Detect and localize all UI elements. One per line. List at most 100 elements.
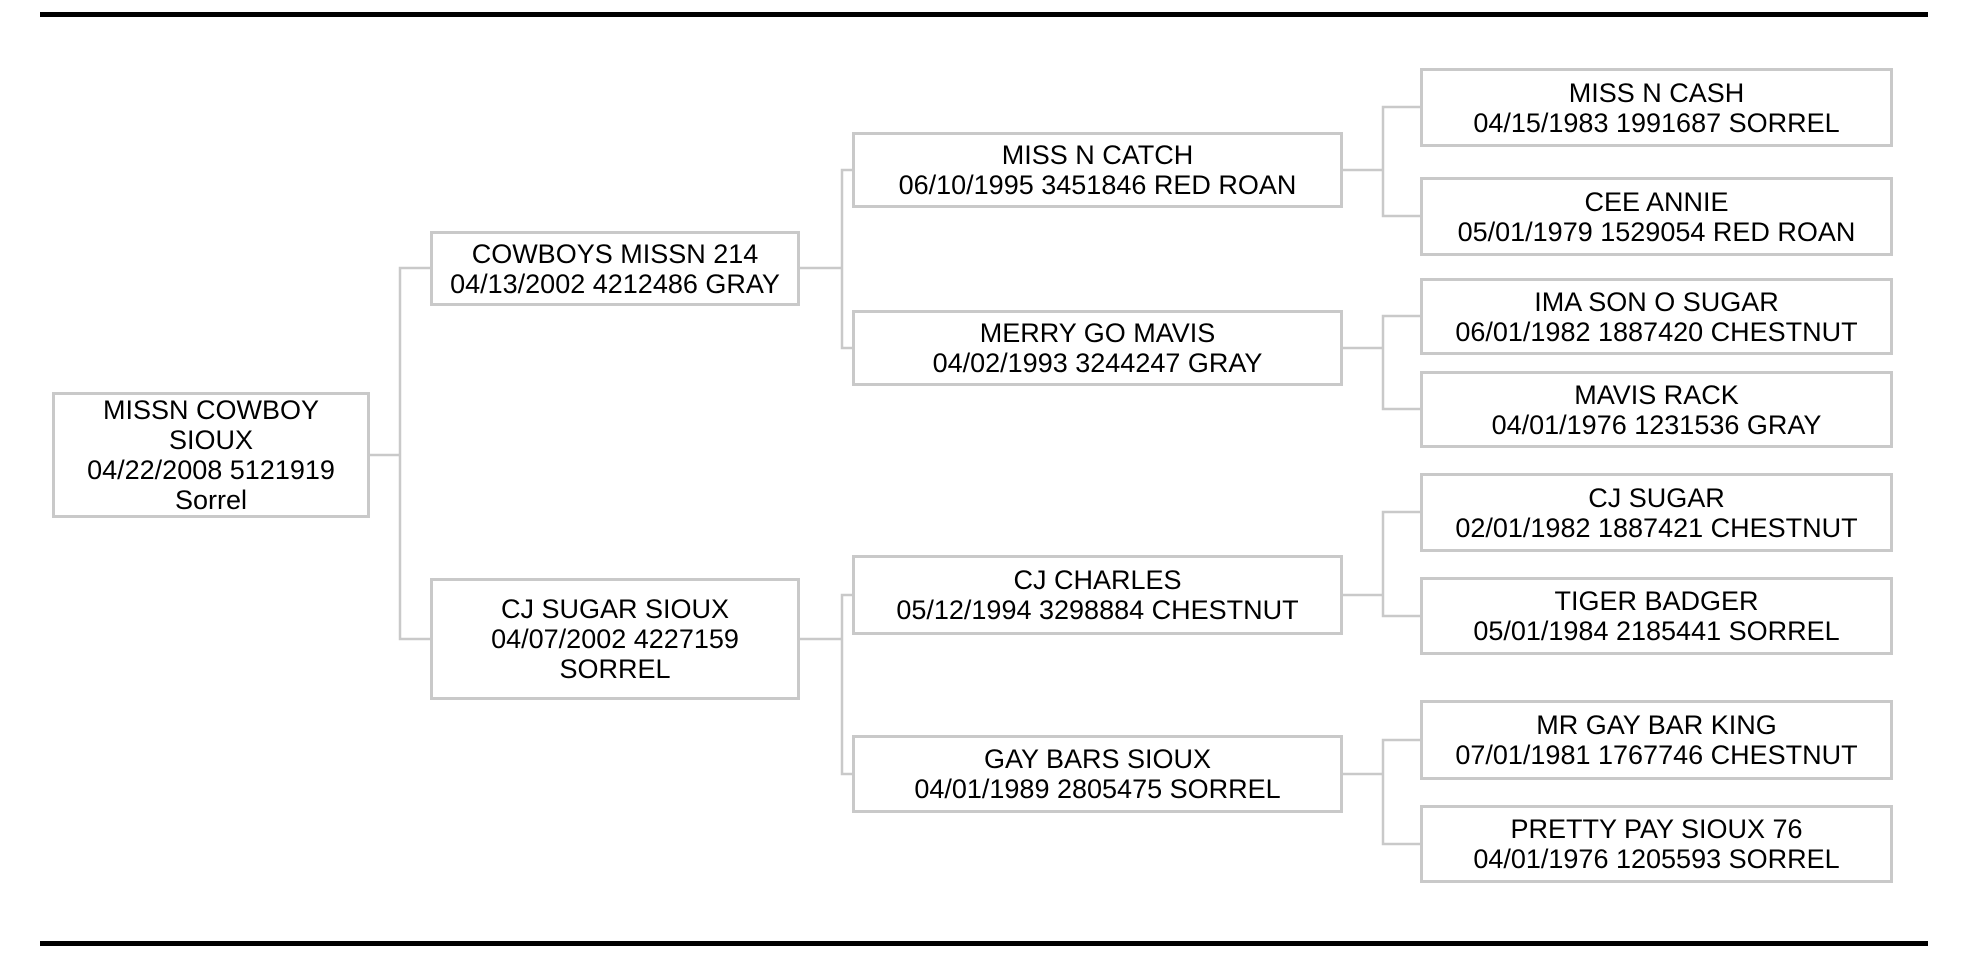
horse-name: MISS N CATCH — [1001, 140, 1194, 170]
horse-color: SORREL — [1728, 107, 1840, 138]
pedigree-box-tiger-badger: TIGER BADGER 05/01/1984 2185441 SORREL — [1420, 577, 1893, 655]
connector-sire-to-grandparents — [800, 168, 852, 350]
pedigree-box-missn-cowboy-sioux: MISSN COWBOY SIOUX 04/22/2008 5121919 So… — [52, 392, 370, 518]
connector-cj-charles-parents — [1343, 510, 1420, 618]
foal-date: 07/01/1981 — [1455, 740, 1591, 770]
pedigree-box-ima-son-o-sugar: IMA SON O SUGAR 06/01/1982 1887420 CHEST… — [1420, 278, 1893, 355]
foal-date: 06/01/1982 — [1455, 316, 1591, 347]
horse-name: CEE ANNIE — [1584, 186, 1729, 217]
horse-details: 02/01/1982 1887421 CHESTNUT — [1435, 513, 1878, 543]
foal-date: 05/12/1994 — [896, 595, 1032, 625]
pedigree-box-cee-annie: CEE ANNIE 05/01/1979 1529054 RED ROAN — [1420, 177, 1893, 256]
registration-number: 3298884 — [1039, 595, 1145, 625]
registration-number: 1991687 — [1615, 107, 1722, 138]
pedigree-box-mavis-rack: MAVIS RACK 04/01/1976 1231536 GRAY — [1420, 371, 1893, 448]
horse-color: CHESTNUT — [1710, 316, 1858, 347]
horse-name: COWBOYS MISSN 214 — [471, 238, 759, 269]
horse-name: MERRY GO MAVIS — [979, 318, 1216, 348]
horse-color: GRAY — [705, 268, 780, 299]
pedigree-box-cj-sugar-sioux: CJ SUGAR SIOUX 04/07/2002 4227159 SORREL — [430, 578, 800, 700]
pedigree-box-mr-gay-bar-king: MR GAY BAR KING 07/01/1981 1767746 CHEST… — [1420, 700, 1893, 780]
horse-name: IMA SON O SUGAR — [1534, 286, 1779, 317]
horse-name: MR GAY BAR KING — [1536, 710, 1777, 740]
horse-details: 06/10/1995 3451846 RED ROAN — [875, 170, 1320, 200]
bottom-rule — [40, 941, 1928, 946]
horse-name: MISSN COWBOY SIOUX — [102, 395, 319, 455]
horse-details: 04/02/1993 3244247 GRAY — [875, 348, 1320, 378]
horse-color: CHESTNUT — [1151, 595, 1299, 625]
registration-number: 2185441 — [1615, 616, 1722, 646]
horse-color: SORREL — [1728, 616, 1840, 646]
top-rule — [40, 12, 1928, 17]
horse-color: SORREL — [1169, 774, 1281, 804]
registration-number: 1529054 — [1600, 216, 1706, 247]
horse-color: SORREL — [559, 654, 671, 684]
horse-name: TIGER BADGER — [1554, 586, 1759, 616]
horse-name: GAY BARS SIOUX — [983, 744, 1212, 774]
horse-name: CJ SUGAR — [1588, 482, 1725, 513]
horse-details: 04/01/1976 1205593 SORREL — [1435, 844, 1878, 874]
foal-date: 06/10/1995 — [898, 170, 1034, 200]
horse-details: 04/13/2002 4212486 GRAY — [441, 269, 789, 299]
pedigree-box-miss-n-cash: MISS N CASH 04/15/1983 1991687 SORREL — [1420, 68, 1893, 147]
horse-details: 05/12/1994 3298884 CHESTNUT — [875, 595, 1320, 625]
pedigree-box-gay-bars-sioux: GAY BARS SIOUX 04/01/1989 2805475 SORREL — [852, 735, 1343, 813]
connector-gay-bars-sioux-parents — [1343, 738, 1420, 846]
horse-details: 04/01/1989 2805475 SORREL — [875, 774, 1320, 804]
foal-date: 04/15/1983 — [1473, 107, 1609, 138]
horse-color: CHESTNUT — [1710, 740, 1858, 770]
horse-details: 04/15/1983 1991687 SORREL — [1435, 108, 1878, 138]
horse-details: 07/01/1981 1767746 CHESTNUT — [1435, 740, 1878, 770]
registration-number: 3451846 — [1041, 170, 1147, 200]
registration-number: 1887421 — [1598, 512, 1704, 543]
horse-details: 04/22/2008 5121919 Sorrel — [75, 455, 347, 515]
connector-dam-to-grandparents — [800, 593, 852, 776]
registration-number: 5121919 — [229, 455, 335, 485]
horse-details: 06/01/1982 1887420 CHESTNUT — [1435, 317, 1878, 347]
horse-color: SORREL — [1728, 844, 1840, 874]
registration-number: 2805475 — [1056, 774, 1163, 804]
horse-name: CJ SUGAR SIOUX — [500, 594, 730, 624]
pedigree-box-merry-go-mavis: MERRY GO MAVIS 04/02/1993 3244247 GRAY — [852, 310, 1343, 386]
horse-color: GRAY — [1187, 348, 1263, 378]
pedigree-box-miss-n-catch: MISS N CATCH 06/10/1995 3451846 RED ROAN — [852, 132, 1343, 208]
connector-miss-n-catch-parents — [1343, 105, 1420, 218]
foal-date: 04/01/1989 — [914, 774, 1050, 804]
pedigree-box-cowboys-missn-214: COWBOYS MISSN 214 04/13/2002 4212486 GRA… — [430, 231, 800, 306]
connector-merry-go-mavis-parents — [1343, 314, 1420, 411]
horse-color: GRAY — [1746, 409, 1822, 440]
pedigree-box-cj-sugar: CJ SUGAR 02/01/1982 1887421 CHESTNUT — [1420, 473, 1893, 552]
registration-number: 3244247 — [1075, 348, 1181, 378]
connector-subject-to-parents — [370, 266, 430, 641]
foal-date: 04/13/2002 — [450, 268, 586, 299]
horse-color: RED ROAN — [1712, 216, 1856, 247]
horse-name: PRETTY PAY SIOUX 76 — [1510, 814, 1803, 844]
horse-color: RED ROAN — [1153, 170, 1297, 200]
pedigree-box-cj-charles: CJ CHARLES 05/12/1994 3298884 CHESTNUT — [852, 555, 1343, 635]
horse-name: MISS N CASH — [1568, 77, 1745, 108]
registration-number: 4227159 — [633, 624, 739, 654]
horse-details: 05/01/1979 1529054 RED ROAN — [1435, 217, 1878, 247]
registration-number: 1231536 — [1634, 409, 1740, 440]
horse-name: MAVIS RACK — [1574, 379, 1739, 410]
registration-number: 1767746 — [1598, 740, 1704, 770]
horse-details: 05/01/1984 2185441 SORREL — [1435, 616, 1878, 646]
horse-color: Sorrel — [174, 485, 248, 515]
foal-date: 04/01/1976 — [1473, 844, 1609, 874]
foal-date: 02/01/1982 — [1455, 512, 1591, 543]
horse-details: 04/01/1976 1231536 GRAY — [1435, 410, 1878, 440]
foal-date: 05/01/1984 — [1473, 616, 1609, 646]
horse-details: 04/07/2002 4227159 SORREL — [441, 624, 789, 684]
foal-date: 04/22/2008 — [87, 455, 223, 485]
foal-date: 04/07/2002 — [491, 624, 627, 654]
foal-date: 04/02/1993 — [932, 348, 1068, 378]
registration-number: 4212486 — [592, 268, 698, 299]
registration-number: 1887420 — [1598, 316, 1704, 347]
foal-date: 04/01/1976 — [1491, 409, 1627, 440]
horse-color: CHESTNUT — [1710, 512, 1858, 543]
registration-number: 1205593 — [1615, 844, 1722, 874]
foal-date: 05/01/1979 — [1457, 216, 1593, 247]
horse-name: CJ CHARLES — [1013, 565, 1182, 595]
